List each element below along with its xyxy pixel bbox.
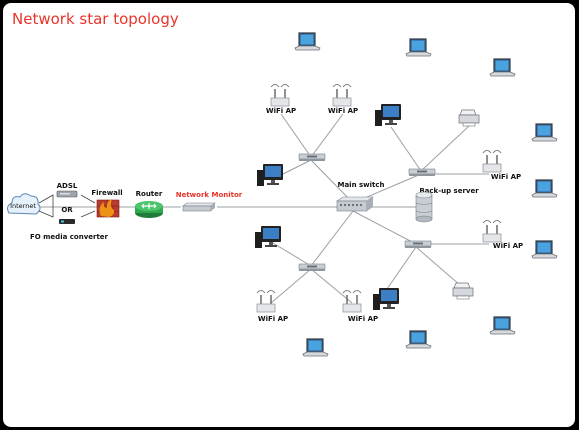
internet-cloud-icon: Internet (7, 193, 41, 215)
main-switch-label: Main switch (337, 181, 384, 189)
laptop-7-icon (489, 316, 516, 335)
wifi-ap-3-label: WiFi AP (491, 173, 521, 181)
wifi-ap-6-label: WiFi AP (348, 315, 378, 323)
network-monitor-icon (182, 202, 216, 212)
wifi-ap-2-label: WiFi AP (328, 107, 358, 115)
wifi-ap-6-icon (342, 289, 362, 313)
router-label: Router (136, 190, 163, 198)
laptop-9-icon (302, 338, 329, 357)
wifi-ap-5-label: WiFi AP (258, 315, 288, 323)
laptop-5-icon (531, 179, 558, 198)
desktop-1-icon (257, 164, 283, 186)
wifi-ap-1-icon (270, 83, 290, 107)
desktop-3-icon (375, 104, 401, 126)
adsl-label: ADSL (57, 182, 78, 190)
desktop-4-icon (373, 288, 399, 310)
main-switch-icon (336, 196, 374, 212)
switch-upper-left-icon (298, 153, 326, 162)
laptop-1-icon (294, 32, 321, 51)
switch-lower-right-icon (404, 240, 432, 249)
network-links (35, 113, 489, 304)
wifi-ap-2-icon (332, 83, 352, 107)
desktop-2-icon (255, 226, 281, 248)
switch-lower-left-icon (298, 263, 326, 272)
firewall-label: Firewall (91, 189, 122, 197)
diagram-canvas: Network star topology (3, 3, 575, 427)
laptop-2-icon (405, 38, 432, 57)
router-icon (135, 201, 163, 218)
printer-1-icon (458, 109, 480, 127)
backup-server-label: Back-up server (419, 187, 479, 195)
fo-converter-icon (59, 219, 75, 224)
fo-converter-label: FO media converter (30, 233, 109, 241)
adsl-merge-link (80, 194, 96, 204)
fo-merge-link (80, 210, 96, 218)
wifi-ap-1-label: WiFi AP (266, 107, 296, 115)
wifi-ap-3-icon (482, 149, 502, 173)
backup-server-icon (415, 191, 433, 223)
adsl-modem-icon (56, 190, 78, 198)
or-label: OR (61, 206, 73, 214)
diagram-title: Network star topology (12, 10, 179, 28)
wifi-ap-4-icon (482, 219, 502, 243)
topology-diagram: Network star topology (7, 10, 558, 357)
network-monitor-label: Network Monitor (176, 191, 243, 199)
internet-label: Internet (10, 202, 36, 210)
switch-upper-right-icon (408, 168, 436, 177)
laptop-4-icon (531, 123, 558, 142)
laptop-8-icon (405, 330, 432, 349)
laptop-3-icon (489, 58, 516, 77)
firewall-icon (96, 199, 120, 218)
printer-2-icon (452, 282, 474, 300)
laptop-6-icon (531, 240, 558, 259)
internet-split-link (38, 194, 54, 218)
wifi-ap-4-label: WiFi AP (493, 242, 523, 250)
